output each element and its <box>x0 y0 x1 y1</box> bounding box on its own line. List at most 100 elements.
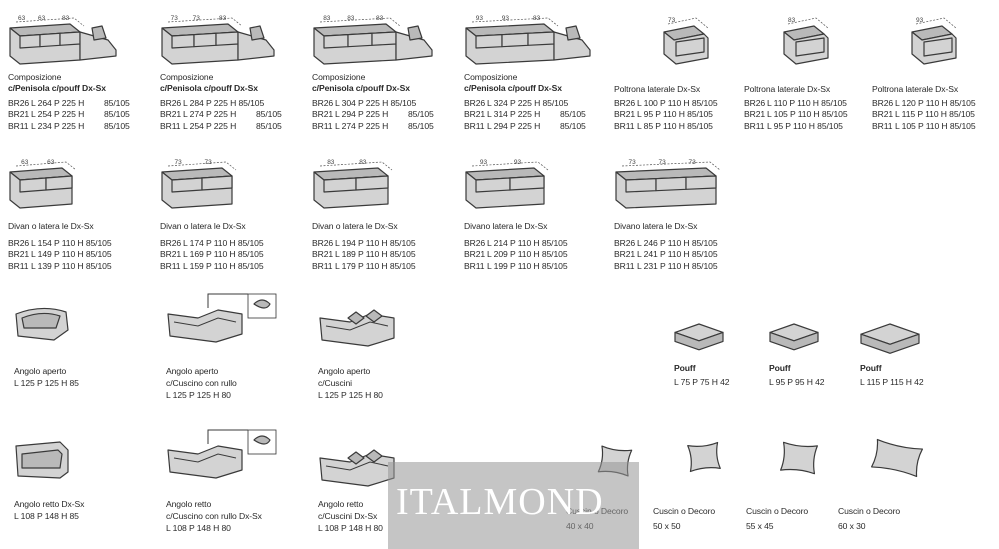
spec-dimensions: L 95 P 110 H 85/105 <box>637 109 713 120</box>
seat-cushion <box>215 31 239 46</box>
spec-dimensions: L 194 P 110 H 85/105 <box>335 238 416 248</box>
dimension-label: 73 <box>175 159 183 166</box>
product-illustration <box>14 436 134 488</box>
caption-title: Cuscin o Decoro <box>838 506 901 516</box>
spec-dimensions: L 304 P 225 H 85/105 <box>335 98 417 108</box>
spec-model: BR21 <box>312 249 334 260</box>
dimension-frame <box>15 161 77 171</box>
product-illustration <box>685 440 725 476</box>
spec-model: BR11 <box>464 120 485 131</box>
spec-model: BR26 <box>312 238 334 248</box>
product-illustration <box>860 322 922 354</box>
caption-title: Angolo retto <box>318 499 364 509</box>
dimension-frame <box>471 161 549 171</box>
spec-height: 85/105 <box>256 120 282 131</box>
caption-line: L 108 P 148 H 85 <box>14 511 79 521</box>
product-caption: Divano latera le Dx-Sx <box>614 221 697 232</box>
spec-dimensions: L 234 P 225 H <box>31 120 85 131</box>
dimension-frame <box>667 17 709 29</box>
spec-dimensions: L 324 P 225 H 85/105 <box>487 98 569 108</box>
spec-model: BR21 <box>312 109 334 120</box>
spec-dimensions: L 105 P 110 H 85/105 <box>767 109 848 120</box>
caption-size: 60 x 30 <box>838 521 866 531</box>
dimension-label: 63 <box>21 159 29 166</box>
product-illustration: 73 <box>614 10 709 72</box>
product-illustration: 93 <box>872 10 957 72</box>
spec-dimensions: L 231 P 110 H 85/105 <box>637 260 718 271</box>
callout-line <box>207 429 248 444</box>
spec-model: BR26 <box>614 238 636 248</box>
corner-sofa-seam <box>325 461 389 471</box>
seat-cushion <box>527 31 555 46</box>
seat-cushion <box>347 32 373 48</box>
spec-height: 85/105 <box>560 109 586 120</box>
seat-cushion <box>201 175 233 191</box>
spec-dimensions: L 110 P 110 H 85/105 <box>767 98 847 108</box>
spec-height: 85/105 <box>560 120 586 131</box>
pouff-block <box>91 25 107 41</box>
spec-model: BR11 <box>312 120 333 131</box>
corner-seat <box>21 312 61 329</box>
product-caption: Poltrona laterale Dx-Sx <box>744 84 830 95</box>
caption-subtitle: c/Penisola c/pouff Dx-Sx <box>464 82 562 93</box>
spec-model: BR11 <box>744 120 765 131</box>
caption-size: 55 x 45 <box>746 521 774 531</box>
dimension-label: 93 <box>916 17 924 24</box>
caption-title: Poltrona laterale Dx-Sx <box>872 84 959 94</box>
dimension-label: 83 <box>327 159 335 166</box>
seat-cushion <box>355 175 389 191</box>
armchair-seat <box>675 37 705 57</box>
product-caption: Angolo aperto L 125 P 125 H 85 <box>14 365 79 389</box>
caption-title: Cuscin o Decoro <box>653 506 716 516</box>
spec-dimensions: L 139 P 110 H 85/105 <box>31 260 112 271</box>
cushion-fill <box>687 441 721 473</box>
caption-line: c/Cuscini <box>318 378 352 388</box>
spec-model: BR11 <box>312 260 333 271</box>
corner-sofa-seam <box>325 321 389 331</box>
caption-title: Pouff <box>860 363 882 373</box>
spec-model: BR26 <box>614 98 636 108</box>
caption-size: L 75 P 75 H 42 <box>674 377 730 387</box>
caption-title: Angolo aperto <box>14 366 67 376</box>
armchair-drawing: 73 <box>663 17 709 65</box>
roll-cushion <box>253 299 271 309</box>
corner-sofa-seam <box>173 453 237 463</box>
spec-model: BR21 <box>744 109 766 120</box>
spec-dimensions: L 264 P 225 H <box>31 98 85 108</box>
dimension-label: 73 <box>171 15 179 22</box>
sofa-drawing: 63 63 <box>9 159 77 209</box>
dimension-frame <box>621 161 721 171</box>
spec-model: BR21 <box>160 109 182 120</box>
back-cushion <box>365 449 383 463</box>
caption-title: Angolo aperto <box>318 366 371 376</box>
product-illustration: 63 63 <box>8 152 133 214</box>
dimension-label: 63 <box>47 159 55 166</box>
dimension-frame <box>167 161 237 171</box>
seat-cushion <box>59 31 81 46</box>
pouff-side <box>674 331 724 351</box>
cushion-drawing <box>870 438 924 478</box>
armchair-drawing: 93 <box>911 17 957 65</box>
caption-title: Angolo aperto <box>166 366 219 376</box>
caption-line: L 125 P 125 H 85 <box>14 378 79 388</box>
caption-line: c/Cuscino con rullo <box>166 378 237 388</box>
armchair-drawing: 83 <box>783 17 829 65</box>
spec-model: BR26 <box>160 238 182 248</box>
caption-title: Composizione <box>160 72 214 82</box>
product-illustration <box>318 300 438 352</box>
spec-dimensions: L 284 P 225 H 85/105 <box>183 98 265 108</box>
spec-dimensions: L 274 P 225 H <box>335 120 389 131</box>
dimension-label: 73 <box>689 159 697 166</box>
product-illustration <box>166 293 286 348</box>
product-caption: Divan o latera le Dx-Sx <box>160 221 246 232</box>
